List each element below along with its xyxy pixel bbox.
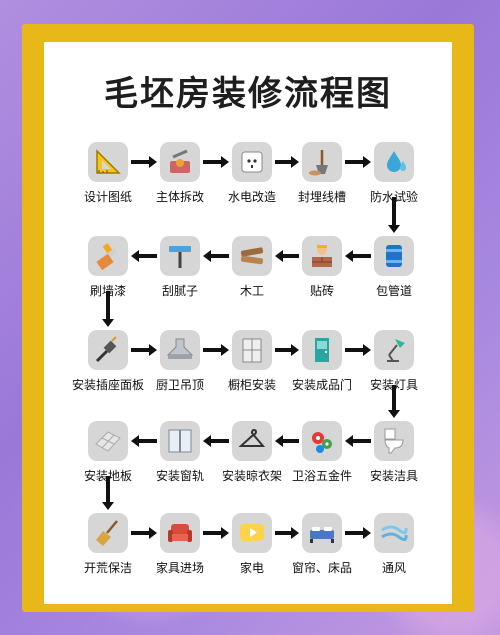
flow-step: 家具进场 <box>140 513 220 576</box>
flow-step: 防水试验 <box>354 142 434 205</box>
step-label: 主体拆改 <box>155 190 204 204</box>
ruler-triangle-icon <box>88 142 128 182</box>
arrow-icon <box>275 527 299 539</box>
step-label: 厨卫吊顶 <box>155 378 204 392</box>
arrow-icon <box>345 156 371 168</box>
step-label: 安装成品门 <box>291 378 352 392</box>
flow-step: 安装窗轨 <box>140 421 220 484</box>
pipe-icon <box>374 236 414 276</box>
floor-tiles-icon <box>88 421 128 461</box>
air-flow-icon <box>374 513 414 553</box>
arrow-icon <box>388 385 400 418</box>
step-label: 安装洁具 <box>369 469 418 483</box>
water-drops-icon <box>374 142 414 182</box>
flow-step: 安装晾衣架 <box>212 421 292 484</box>
demolition-icon <box>160 142 200 182</box>
door-icon <box>302 330 342 370</box>
brick-worker-icon <box>302 236 342 276</box>
step-label: 窗帘、床品 <box>291 561 352 575</box>
step-label: 封埋线槽 <box>297 190 346 204</box>
squeegee-icon <box>160 236 200 276</box>
step-label: 卫浴五金件 <box>291 469 352 483</box>
arrow-icon <box>102 476 114 510</box>
window-icon <box>160 421 200 461</box>
step-label: 通风 <box>381 561 406 575</box>
arrow-icon <box>203 250 229 262</box>
step-label: 安装晾衣架 <box>221 469 282 483</box>
flow-step: 窗帘、床品 <box>282 513 362 576</box>
arrow-icon <box>102 291 114 327</box>
step-label: 安装插座面板 <box>71 378 144 392</box>
arrow-icon <box>203 527 229 539</box>
step-label: 开荒保洁 <box>83 561 132 575</box>
flow-step: 安装灯具 <box>354 330 434 393</box>
flow-step: 安装洁具 <box>354 421 434 484</box>
paint-brush-icon <box>88 236 128 276</box>
step-label: 包管道 <box>375 284 412 298</box>
sofa-bed-icon <box>302 513 342 553</box>
step-label: 水电改造 <box>227 190 276 204</box>
flow-step: 安装插座面板 <box>68 330 148 393</box>
flow-step: 设计图纸 <box>68 142 148 205</box>
step-label: 橱柜安装 <box>227 378 276 392</box>
arrow-icon <box>203 156 229 168</box>
power-outlet-icon <box>232 142 272 182</box>
arrow-icon <box>275 156 299 168</box>
arrow-icon <box>345 435 371 447</box>
arrow-icon <box>131 156 157 168</box>
flow-step: 橱柜安装 <box>212 330 292 393</box>
desk-lamp-icon <box>374 330 414 370</box>
arrow-icon <box>275 344 299 356</box>
step-label: 设计图纸 <box>83 190 132 204</box>
flow-step: 刮腻子 <box>140 236 220 299</box>
tv-icon <box>232 513 272 553</box>
hanger-icon <box>232 421 272 461</box>
flow-step: 开荒保洁 <box>68 513 148 576</box>
plug-cable-icon <box>88 330 128 370</box>
step-label: 贴砖 <box>309 284 334 298</box>
page-title: 毛坯房装修流程图 <box>104 74 392 114</box>
arrow-icon <box>131 344 157 356</box>
flow-step: 安装成品门 <box>282 330 362 393</box>
arrow-icon <box>131 435 157 447</box>
arrow-icon <box>131 250 157 262</box>
toilet-icon <box>374 421 414 461</box>
flow-step: 通风 <box>354 513 434 576</box>
flow-step: 贴砖 <box>282 236 362 299</box>
gears-icon <box>302 421 342 461</box>
flow-step: 封埋线槽 <box>282 142 362 205</box>
step-label: 家具进场 <box>155 561 204 575</box>
arrow-icon <box>131 527 157 539</box>
step-label: 安装窗轨 <box>155 469 204 483</box>
arrow-icon <box>388 197 400 233</box>
range-hood-icon <box>160 330 200 370</box>
step-label: 家电 <box>239 561 264 575</box>
arrow-icon <box>275 250 299 262</box>
flow-step: 包管道 <box>354 236 434 299</box>
arrow-icon <box>345 527 371 539</box>
wood-planks-icon <box>232 236 272 276</box>
flow-step: 木工 <box>212 236 292 299</box>
shovel-icon <box>302 142 342 182</box>
flow-step: 厨卫吊顶 <box>140 330 220 393</box>
broom-icon <box>88 513 128 553</box>
cabinet-icon <box>232 330 272 370</box>
armchair-icon <box>160 513 200 553</box>
flow-step: 主体拆改 <box>140 142 220 205</box>
arrow-icon <box>345 344 371 356</box>
arrow-icon <box>203 344 229 356</box>
flow-step: 刷墙漆 <box>68 236 148 299</box>
white-card <box>44 42 452 604</box>
flow-step: 卫浴五金件 <box>282 421 362 484</box>
arrow-icon <box>345 250 371 262</box>
step-label: 木工 <box>239 284 264 298</box>
arrow-icon <box>275 435 299 447</box>
flow-step: 水电改造 <box>212 142 292 205</box>
step-label: 刮腻子 <box>161 284 198 298</box>
arrow-icon <box>203 435 229 447</box>
flow-step: 家电 <box>212 513 292 576</box>
